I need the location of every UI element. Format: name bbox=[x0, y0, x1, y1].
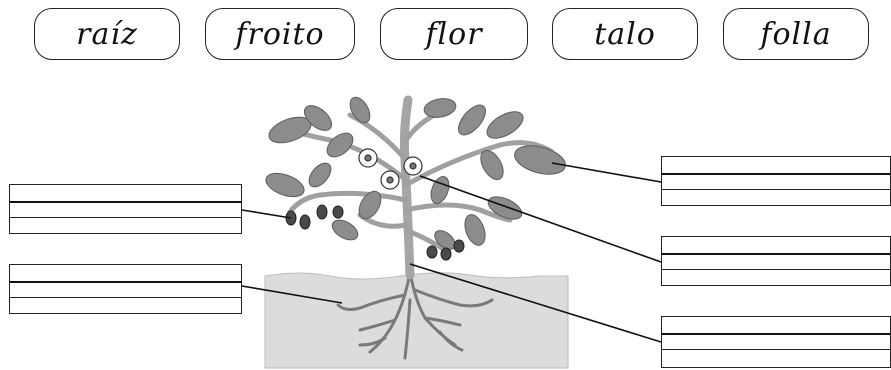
answer-guideline bbox=[10, 217, 241, 218]
answer-box-left-bottom[interactable] bbox=[9, 264, 242, 314]
roots bbox=[336, 270, 494, 360]
answer-input-right-middle[interactable] bbox=[662, 253, 890, 269]
soil-block bbox=[264, 272, 569, 369]
connector-right-top bbox=[551, 162, 662, 183]
answer-box-left-top[interactable] bbox=[9, 184, 242, 234]
leaves bbox=[265, 96, 566, 250]
answer-box-right-middle[interactable] bbox=[661, 236, 891, 286]
answer-input-left-bottom[interactable] bbox=[10, 281, 241, 297]
connector-left-bottom bbox=[241, 285, 343, 304]
word-card-flor[interactable]: flor bbox=[380, 8, 528, 60]
word-label-folla: folla bbox=[760, 16, 832, 52]
flowers bbox=[358, 148, 423, 190]
answer-input-right-top[interactable] bbox=[662, 173, 890, 189]
answer-guideline bbox=[662, 269, 890, 270]
connector-right-middle bbox=[419, 175, 662, 263]
answer-box-right-bottom[interactable] bbox=[661, 316, 891, 368]
answer-guideline bbox=[662, 189, 890, 190]
fruits bbox=[285, 204, 465, 261]
word-label-talo: talo bbox=[594, 16, 656, 52]
answer-input-right-bottom[interactable] bbox=[662, 333, 890, 349]
answer-box-right-top[interactable] bbox=[661, 156, 891, 206]
stem bbox=[399, 95, 415, 280]
word-label-flor: flor bbox=[425, 16, 483, 52]
connector-lines bbox=[241, 162, 662, 343]
connector-right-bottom bbox=[409, 263, 662, 343]
word-card-raiz[interactable]: raíz bbox=[34, 8, 180, 60]
answer-input-left-top[interactable] bbox=[10, 201, 241, 217]
word-label-raiz: raíz bbox=[76, 16, 138, 52]
answer-guideline bbox=[662, 349, 890, 350]
connector-left-top bbox=[241, 209, 292, 219]
word-card-talo[interactable]: talo bbox=[552, 8, 698, 60]
word-label-froito: froito bbox=[235, 16, 325, 52]
answer-guideline bbox=[10, 297, 241, 298]
word-card-froito[interactable]: froito bbox=[205, 8, 355, 60]
word-card-folla[interactable]: folla bbox=[723, 8, 869, 60]
